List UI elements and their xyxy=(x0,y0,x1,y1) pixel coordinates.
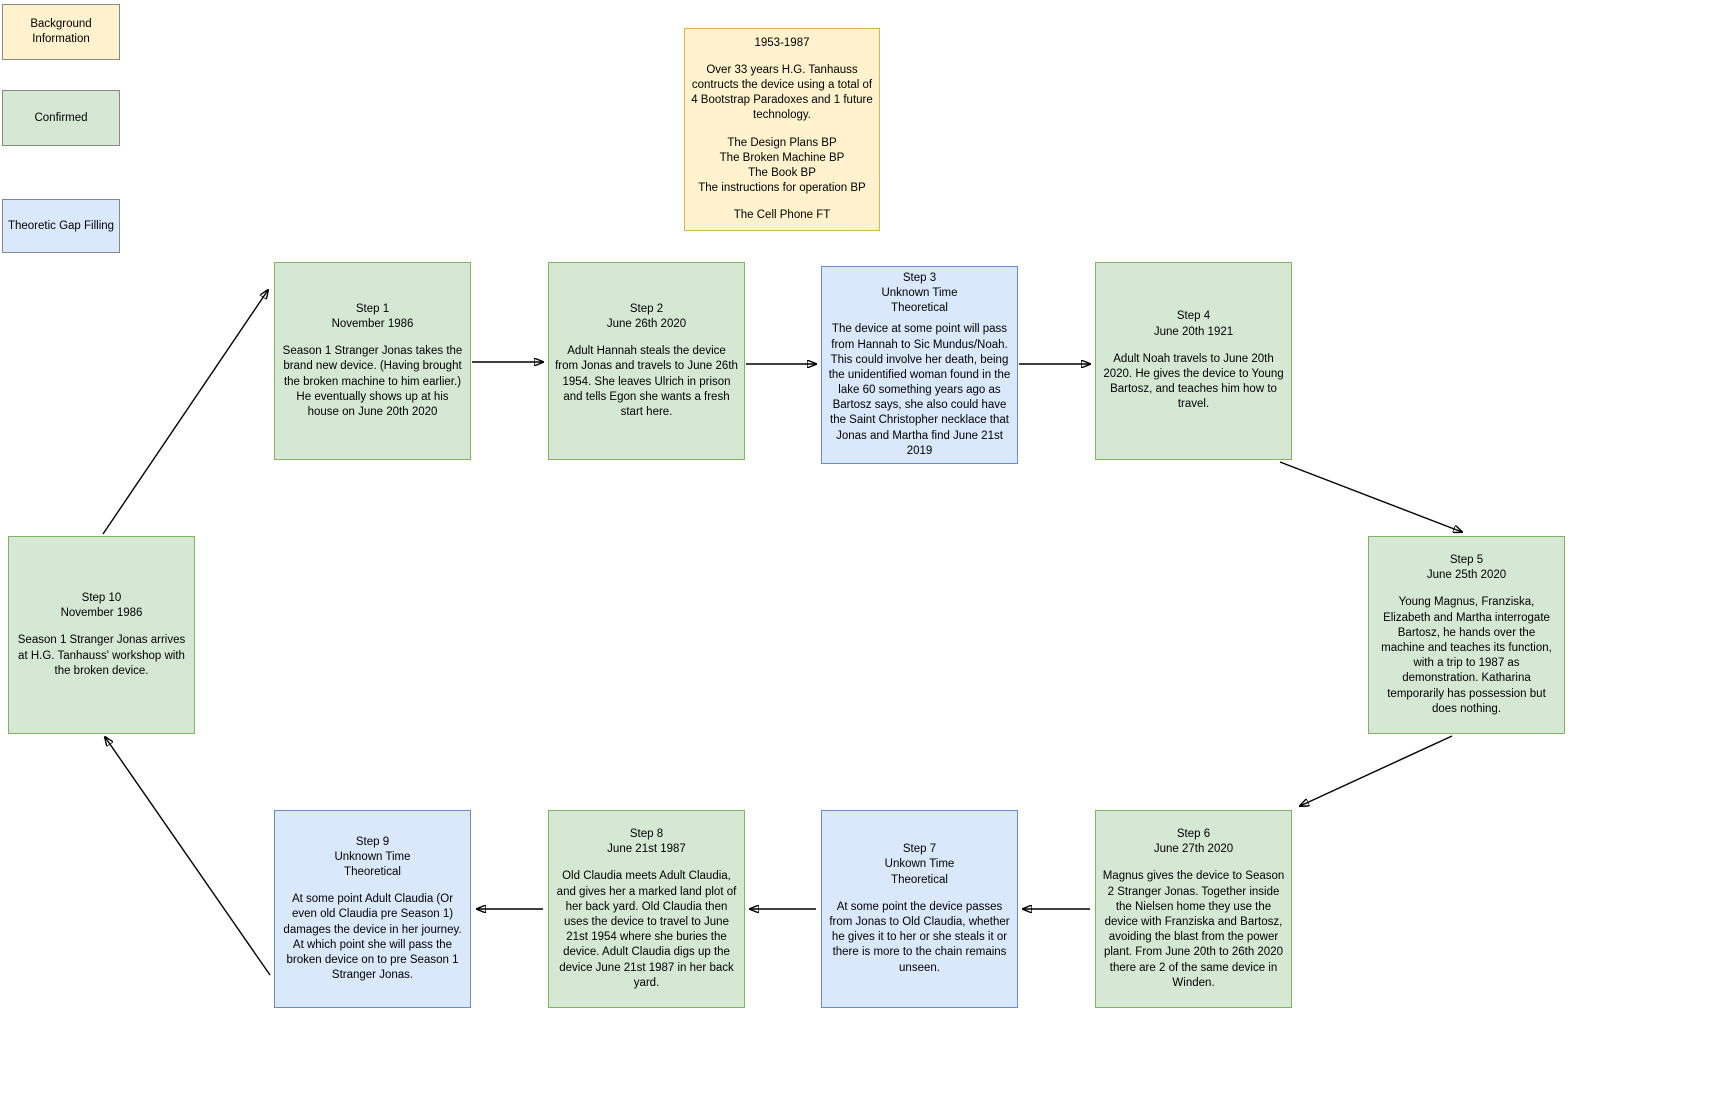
step-4-body: Adult Noah travels to June 20th 2020. He… xyxy=(1103,352,1284,411)
step-3-body: The device at some point will pass from … xyxy=(828,323,1011,457)
edge-step4-step5 xyxy=(1279,461,1462,532)
background-note-list: The Design Plans BP The Broken Machine B… xyxy=(698,136,866,195)
step-9: Step 9 Unknown Time Theoretical At some p… xyxy=(274,810,471,1008)
legend-item-label: Theoretic Gap Filling xyxy=(7,219,115,232)
legend-item-label: Background Information xyxy=(30,18,92,45)
step-1-body: Season 1 Stranger Jonas takes the brand … xyxy=(282,345,463,418)
step-9-title: Step 9 Unknown Time Theoretical xyxy=(334,835,411,879)
legend-item-theoretic-gap-filling: Theoretic Gap Filling xyxy=(2,199,120,253)
background-note-footer: The Cell Phone FT xyxy=(733,209,831,222)
edge-step9-step10 xyxy=(105,737,271,976)
step-9-body: At some point Adult Claudia (Or even old… xyxy=(283,893,462,982)
background-note-body: Over 33 years H.G. Tanhauss contructs th… xyxy=(691,63,873,122)
step-8-title: Step 8 June 21st 1987 xyxy=(607,828,686,856)
step-10-title: Step 10 November 1986 xyxy=(60,592,143,620)
step-2-body: Adult Hannah steals the device from Jona… xyxy=(555,345,738,418)
step-5-body: Young Magnus, Franziska, Elizabeth and M… xyxy=(1381,596,1552,715)
edge-step10-step1 xyxy=(102,290,268,535)
step-6-title: Step 6 June 27th 2020 xyxy=(1153,828,1234,856)
step-7-title: Step 7 Unkown Time Theoretical xyxy=(884,843,955,886)
step-2-title: Step 2 June 26th 2020 xyxy=(606,302,687,331)
legend-item-confirmed: Confirmed xyxy=(2,90,120,146)
step-7: Step 7 Unkown Time Theoretical At some po… xyxy=(821,810,1018,1008)
step-6-body: Magnus gives the device to Season 2 Stra… xyxy=(1102,870,1285,989)
step-8-body: Old Claudia meets Adult Claudia, and giv… xyxy=(556,870,737,989)
legend-item-background-information: Background Information xyxy=(2,4,120,60)
background-note-title: 1953-1987 xyxy=(754,36,810,49)
legend-item-label: Confirmed xyxy=(34,111,88,124)
step-7-body: At some point the device passes from Jon… xyxy=(829,900,1010,974)
step-10-body: Season 1 Stranger Jonas arrives at H.G. … xyxy=(17,634,186,677)
step-1-title: Step 1 November 1986 xyxy=(331,302,414,331)
step-5-title: Step 5 June 25th 2020 xyxy=(1426,554,1507,582)
step-3-title: Step 3 Unknown Time Theoretical xyxy=(881,272,958,315)
edge-step5-step6 xyxy=(1300,735,1453,806)
step-4-title: Step 4 June 20th 1921 xyxy=(1153,310,1234,338)
